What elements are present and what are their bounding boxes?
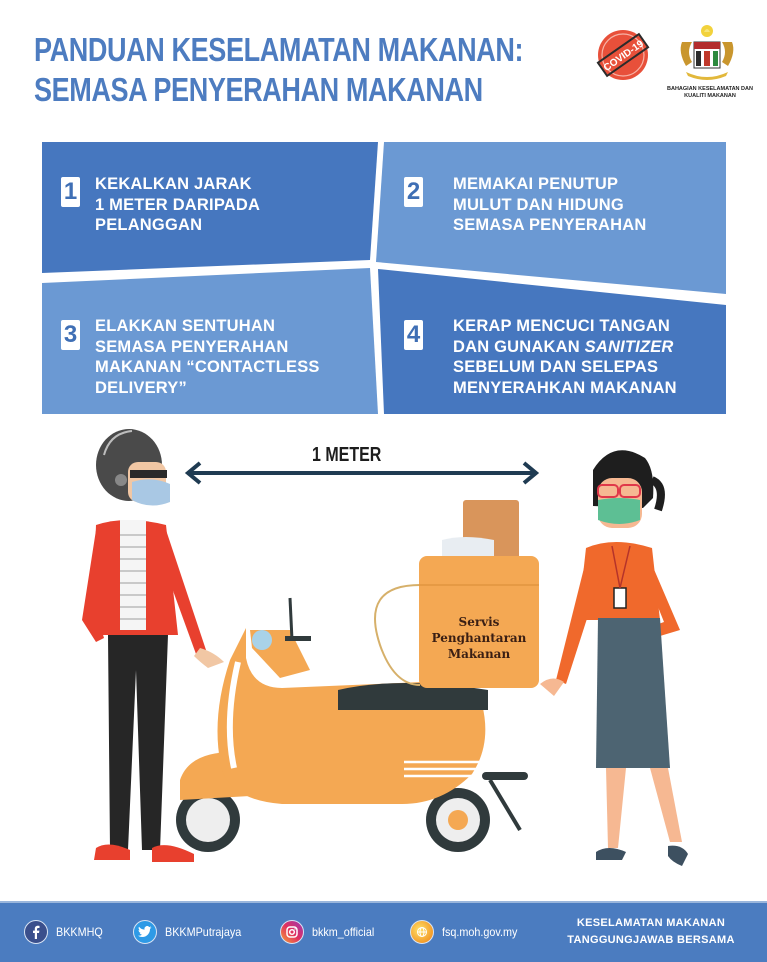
- web-icon: [410, 920, 434, 944]
- panel-backgrounds: [42, 142, 726, 414]
- distance-label: 1 METER: [312, 444, 382, 466]
- delivery-box: [374, 500, 539, 688]
- customer-woman-figure: [540, 450, 688, 866]
- step-number-3: 3: [61, 320, 80, 350]
- twitter-icon: [133, 920, 157, 944]
- website-link[interactable]: fsq.moh.gov.my: [410, 919, 526, 945]
- distance-arrow: [184, 461, 540, 485]
- header: PANDUAN KESELAMATAN MAKANAN: SEMASA PENY…: [0, 0, 767, 130]
- guideline-2-text: MEMAKAI PENUTUP MULUT DAN HIDUNG SEMASA …: [453, 175, 647, 234]
- delivery-box-label: Servis Penghantaran Makanan: [431, 615, 527, 661]
- twitter-handle: BKKMPutrajaya: [165, 925, 242, 939]
- instagram-link[interactable]: bkkm_official: [280, 919, 381, 945]
- delivery-illustration: [82, 429, 688, 866]
- website-url: fsq.moh.gov.my: [442, 925, 518, 939]
- guideline-3-text: ELAKKAN SENTUHAN SEMASA PENYERAHAN MAKAN…: [95, 317, 320, 397]
- facebook-icon: [24, 920, 48, 944]
- delivery-rider-figure: [82, 429, 224, 862]
- title-line-1: PANDUAN KESELAMATAN MAKANAN:: [34, 31, 524, 68]
- facebook-handle: BKKMHQ: [56, 925, 103, 939]
- instagram-icon: [280, 920, 304, 944]
- step-number-1: 1: [61, 177, 80, 207]
- guideline-1-text: KEKALKAN JARAK 1 METER DARIPADA PELANGGA…: [95, 175, 261, 234]
- covid-19-stamp-icon: COVID-19: [596, 30, 650, 80]
- facebook-link[interactable]: BKKMHQ: [24, 919, 108, 945]
- slogan: KESELAMATAN MAKANAN TANGGUNGJAWAB BERSAM…: [567, 917, 735, 946]
- guideline-4-text: KERAP MENCUCI TANGAN DAN GUNAKAN SANITIZ…: [453, 317, 677, 397]
- instagram-handle: bkkm_official: [312, 925, 375, 939]
- scooter: [176, 597, 528, 852]
- step-number-4: 4: [404, 320, 423, 350]
- page-title: PANDUAN KESELAMATAN MAKANAN: SEMASA PENY…: [34, 30, 524, 110]
- step-number-2: 2: [404, 177, 423, 207]
- title-line-2: SEMASA PENYERAHAN MAKANAN: [34, 71, 483, 108]
- coat-of-arms-logo: [680, 25, 734, 80]
- guideline-panels: 1 KEKALKAN JARAK 1 METER DARIPADA PELANG…: [40, 140, 728, 416]
- footer: BKKMHQ BKKMPutrajaya bkkm_official fsq.m…: [0, 901, 767, 962]
- twitter-link[interactable]: BKKMPutrajaya: [133, 919, 250, 945]
